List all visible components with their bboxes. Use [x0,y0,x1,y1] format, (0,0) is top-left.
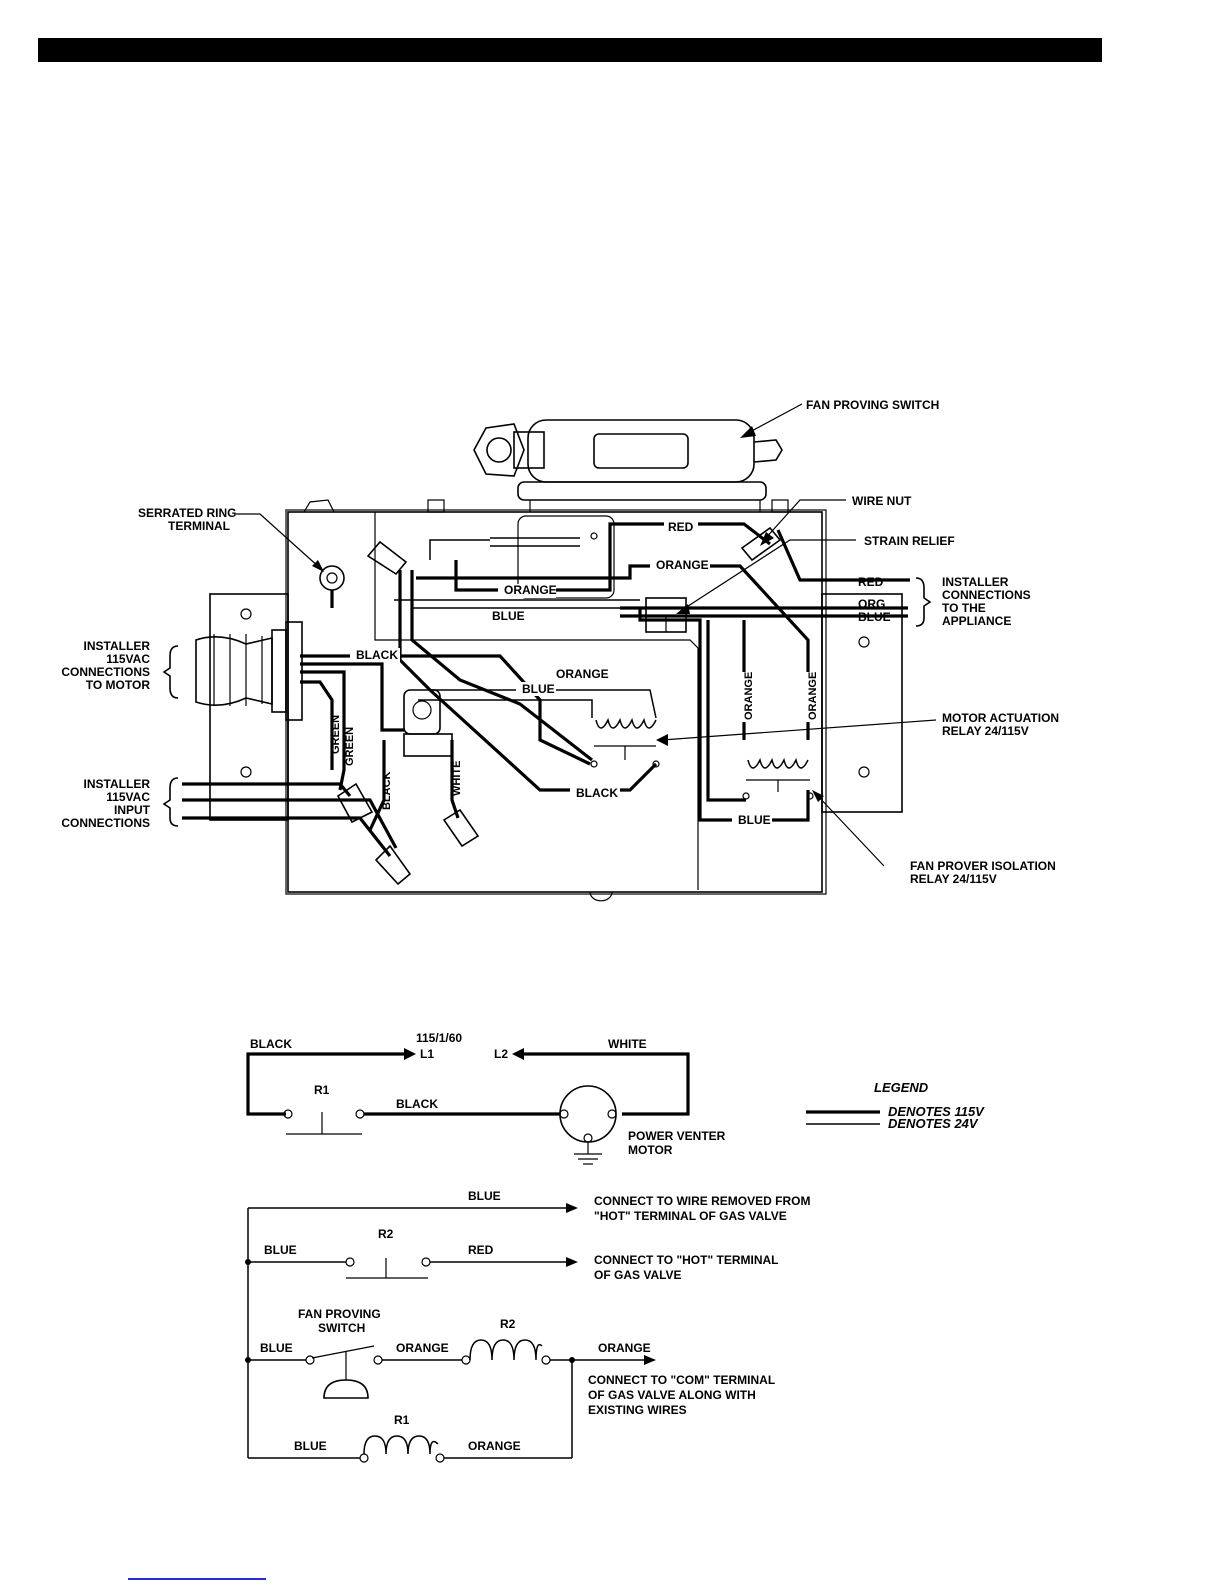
callout-fan-prover-relay-1: FAN PROVER ISOLATION [910,859,1056,873]
ladder-schematic: 115/1/60 L1 L2 BLACK WHITE R1 BLACK POWE… [245,1031,985,1463]
black-left-label: BLACK [250,1037,292,1051]
callout-motor-relay-2: RELAY 24/115V [942,724,1029,738]
switch-terminal-box [517,515,615,599]
wire-labels: RED ORANGE ORANGE BLUE BLACK ORANGE BLUE… [330,520,891,828]
svg-text:INSTALLER: INSTALLER [942,575,1009,589]
orange-out-label: ORANGE [598,1341,651,1355]
svg-text:BLUE: BLUE [492,609,525,623]
svg-text:ORANGE: ORANGE [743,672,755,720]
svg-text:ORG: ORG [858,597,885,611]
wire-nut-2 [740,526,782,562]
fps-label-2: SWITCH [318,1321,365,1335]
orange-r1-label: ORANGE [468,1439,521,1453]
svg-text:115VAC: 115VAC [106,790,150,804]
callout-strain-relief: STRAIN RELIEF [864,534,955,548]
connect-com-3: EXISTING WIRES [588,1403,687,1417]
callout-wire-nut: WIRE NUT [852,494,912,508]
brace-input [162,777,179,827]
motor-label-1: POWER VENTER [628,1129,726,1143]
svg-text:LEGEND: LEGEND [874,1080,929,1095]
callout-motor-relay-1: MOTOR ACTUATION [942,711,1059,725]
blue-r1-label: BLUE [294,1439,327,1453]
svg-text:INSTALLER: INSTALLER [84,639,151,653]
svg-text:CONNECTIONS: CONNECTIONS [61,665,150,679]
motor-label-2: MOTOR [628,1143,673,1157]
svg-text:RED: RED [668,520,694,534]
callout-fan-prover-relay-2: RELAY 24/115V [910,872,997,886]
blue-fps-label: BLUE [260,1341,293,1355]
connect-removed-1: CONNECT TO WIRE REMOVED FROM [594,1194,810,1208]
r1-coil-label: R1 [394,1413,410,1427]
connect-com-1: CONNECT TO "COM" TERMINAL [588,1373,775,1387]
connect-hot-2: OF GAS VALVE [594,1268,682,1282]
blue-r2-label: BLUE [264,1243,297,1257]
l1-label: L1 [420,1047,434,1061]
svg-text:DENOTES 115V: DENOTES 115V [888,1104,985,1119]
control-enclosure [209,499,903,902]
wire-nut-5 [442,808,480,848]
svg-text:ORANGE: ORANGE [504,583,557,597]
white-right-label: WHITE [608,1037,647,1051]
wire-nut-4 [374,844,412,886]
orange-fps-label: ORANGE [396,1341,449,1355]
svg-text:BLACK: BLACK [381,771,393,810]
fan-prover-isolation-relay [742,757,814,800]
svg-text:RED: RED [858,575,884,589]
svg-text:ORANGE: ORANGE [656,558,709,572]
supply-label: 115/1/60 [416,1031,462,1045]
svg-text:APPLIANCE: APPLIANCE [942,614,1011,628]
svg-text:GREEN: GREEN [330,715,342,754]
wire-nut-3 [336,782,374,824]
callout-fan-proving-switch: FAN PROVING SWITCH [806,398,939,412]
svg-text:CONNECTIONS: CONNECTIONS [942,588,1031,602]
svg-text:DENOTES 24V: DENOTES 24V [888,1116,979,1131]
svg-text:WHITE: WHITE [451,761,463,796]
connect-com-2: OF GAS VALVE ALONG WITH [588,1388,756,1402]
svg-text:INPUT: INPUT [114,803,151,817]
svg-text:GREEN: GREEN [344,727,356,766]
fps-label-1: FAN PROVING [298,1307,381,1321]
footer-link-underline [128,1578,266,1580]
svg-text:BLUE: BLUE [522,682,555,696]
blue-top-label: BLUE [468,1189,501,1203]
svg-text:ORANGE: ORANGE [556,667,609,681]
r2-coil-label: R2 [500,1317,516,1331]
black-motor-label: BLACK [396,1097,438,1111]
wire-nut-1 [366,540,408,576]
brace-motor [162,645,179,699]
strain-relief [645,597,687,633]
r2-contact-label: R2 [378,1227,394,1241]
conduit-fitting [195,621,303,721]
callout-installer-appliance: INSTALLER CONNECTIONS TO THE APPLIANCE [942,575,1031,628]
legend: LEGEND DENOTES 115V DENOTES 24V [806,1080,985,1131]
svg-text:115VAC: 115VAC [106,652,150,666]
brace-appliance [915,577,932,627]
fan-proving-switch-assembly [473,419,783,512]
callout-installer-motor: INSTALLER 115VAC CONNECTIONS TO MOTOR [61,639,150,692]
connect-hot-1: CONNECT TO "HOT" TERMINAL [594,1253,778,1267]
power-venter-motor [559,1085,617,1165]
svg-text:BLACK: BLACK [576,786,618,800]
r1-contact-label: R1 [314,1083,330,1097]
red-r2-label: RED [468,1243,494,1257]
svg-text:ORANGE: ORANGE [807,672,819,720]
svg-text:TO MOTOR: TO MOTOR [86,678,151,692]
callout-serrated-ring-2: TERMINAL [168,519,230,533]
svg-text:INSTALLER: INSTALLER [84,777,151,791]
pictorial-wiring-diagram: FAN PROVING SWITCH WIRE NUT STRAIN RELIE… [61,398,1059,902]
svg-text:BLUE: BLUE [858,610,891,624]
connect-removed-2: "HOT" TERMINAL OF GAS VALVE [594,1209,787,1223]
svg-text:BLUE: BLUE [738,813,771,827]
serrated-ring-terminal [319,565,345,608]
motor-actuation-relay [590,717,660,768]
l2-label: L2 [494,1047,508,1061]
callout-serrated-ring-1: SERRATED RING [138,506,236,520]
svg-text:TO THE: TO THE [942,601,986,615]
svg-text:BLACK: BLACK [356,648,398,662]
callout-installer-input: INSTALLER 115VAC INPUT CONNECTIONS [61,777,150,830]
header-bar [38,38,1102,62]
svg-text:CONNECTIONS: CONNECTIONS [61,816,150,830]
